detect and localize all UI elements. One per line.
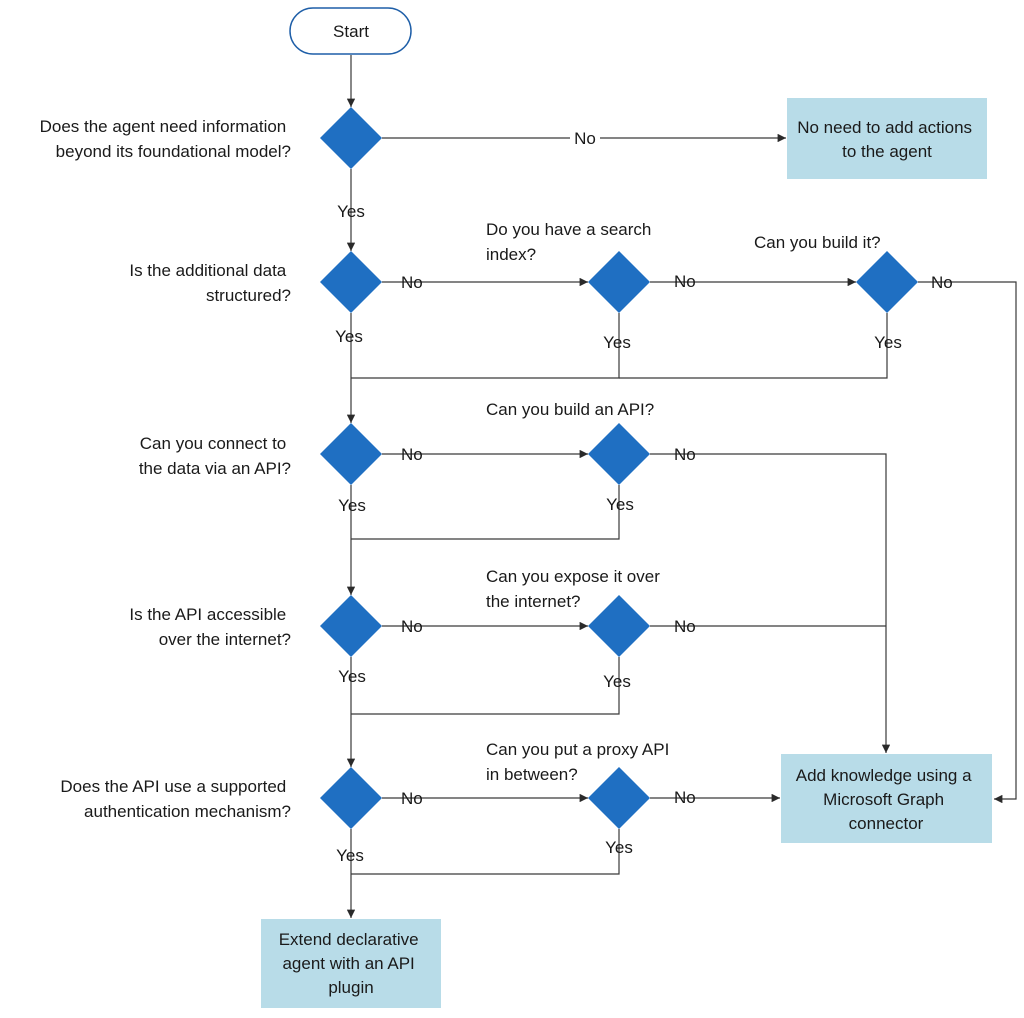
outcome-api-plugin-box <box>261 919 441 1008</box>
connector-build-yes <box>619 313 888 379</box>
decision-proxy-api <box>588 767 650 829</box>
question-expose-internet: Can you expose it over the internet? <box>486 567 665 611</box>
connector-search-yes <box>351 313 620 379</box>
question-foundational-model: Does the agent need information beyond i… <box>40 117 291 161</box>
yes-label: Yes <box>605 838 633 857</box>
decision-supported-auth <box>320 767 382 829</box>
question-build-index: Can you build it? <box>754 233 881 252</box>
connector-buildapi-no <box>650 453 891 753</box>
yes-label: Yes <box>337 202 365 221</box>
connectors <box>346 55 1017 918</box>
yes-label: Yes <box>338 496 366 515</box>
decision-expose-internet <box>588 595 650 657</box>
connector-buildapi-yes <box>351 485 620 540</box>
decision-build-index <box>856 251 918 313</box>
outcome-graph-connector-box <box>781 754 992 843</box>
decision-search-index <box>588 251 650 313</box>
no-label: No <box>574 129 596 148</box>
decision-connect-api <box>320 423 382 485</box>
connector-build-no <box>918 281 1017 804</box>
outcomes: No need to add actions to the agent Add … <box>261 98 992 1008</box>
yes-label: Yes <box>603 333 631 352</box>
outcome-graph-connector-label: Add knowledge using a Microsoft Graph co… <box>796 766 977 833</box>
no-label-backdrop <box>570 128 600 148</box>
decision-build-api <box>588 423 650 485</box>
yes-label: Yes <box>874 333 902 352</box>
question-supported-auth: Does the API use a supported authenticat… <box>60 777 291 821</box>
no-label: No <box>674 617 696 636</box>
question-api-internet: Is the API accessible over the internet? <box>129 605 291 649</box>
decisions <box>320 107 918 829</box>
connector-expose-yes <box>351 657 620 715</box>
yes-label: Yes <box>603 672 631 691</box>
no-label: No <box>401 273 423 292</box>
outcome-no-actions-box <box>787 98 987 179</box>
question-data-structured: Is the additional data structured? <box>129 261 291 305</box>
question-labels: Does the agent need information beyond i… <box>40 117 881 821</box>
no-label: No <box>674 272 696 291</box>
start-terminal <box>289 7 412 55</box>
yes-label: Yes <box>335 327 363 346</box>
no-label: No <box>931 273 953 292</box>
no-label: No <box>674 788 696 807</box>
decision-api-internet <box>320 595 382 657</box>
no-label: No <box>674 445 696 464</box>
yes-label: Yes <box>338 667 366 686</box>
question-build-api: Can you build an API? <box>486 400 654 419</box>
no-label: No <box>401 617 423 636</box>
answer-labels: No Yes No Yes No Yes No Yes No Yes No Ye… <box>335 128 953 865</box>
connector-proxy-yes <box>351 829 620 875</box>
outcome-api-plugin-label: Extend declarative agent with an API plu… <box>279 930 424 997</box>
outcome-no-actions-label: No need to add actions to the agent <box>797 118 977 161</box>
question-connect-api: Can you connect to the data via an API? <box>139 434 291 478</box>
no-label: No <box>401 445 423 464</box>
question-search-index: Do you have a search index? <box>486 220 656 264</box>
decision-data-structured <box>320 251 382 313</box>
no-label: No <box>401 789 423 808</box>
yes-label: Yes <box>606 495 634 514</box>
start-label: Start <box>333 22 369 41</box>
yes-label: Yes <box>336 846 364 865</box>
question-proxy-api: Can you put a proxy API in between? <box>486 740 674 784</box>
decision-foundational-model <box>320 107 382 169</box>
